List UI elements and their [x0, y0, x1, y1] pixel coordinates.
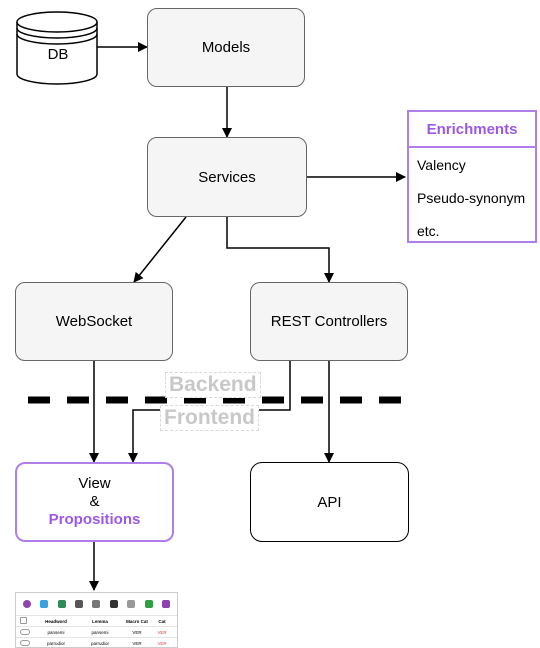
toolbar-icon: [144, 600, 153, 608]
toolbar-icon: [22, 600, 31, 608]
preview-cell: parrudior: [90, 640, 109, 646]
enrichments-item: Valency: [417, 156, 466, 173]
propositions-label: Propositions: [48, 511, 141, 528]
preview-cell: VER: [157, 640, 167, 646]
toggle-icon: [20, 639, 30, 646]
view-ampersand: &: [89, 493, 100, 510]
services-node: Services: [147, 137, 307, 217]
preview-cell: pansemi: [47, 629, 65, 635]
edge-services-rest: [226, 217, 334, 283]
preview-header-cell: Lemma: [92, 618, 108, 624]
preview-cell: VER: [132, 629, 142, 635]
preview-cell: pansemi: [91, 629, 109, 635]
toolbar-icon: [57, 600, 66, 608]
preview-table-row: pansemi pansemi VER VER: [16, 626, 177, 637]
rest-controllers-label: REST Controllers: [270, 313, 388, 330]
preview-cell: VER: [132, 640, 142, 646]
db-label: DB: [47, 46, 69, 63]
models-label: Models: [201, 39, 251, 56]
enrichments-table: Enrichments Valency Pseudo-synonym etc.: [407, 110, 537, 243]
preview-header-cell: Macro Cat: [126, 618, 148, 624]
websocket-label: WebSocket: [55, 313, 133, 330]
api-node: API: [250, 462, 409, 542]
enrichments-item: etc.: [417, 222, 440, 239]
preview-toolbar: [16, 593, 177, 615]
enrichments-title: Enrichments: [409, 112, 535, 148]
toggle-icon: [20, 628, 30, 635]
preview-header-cell: Headword: [45, 618, 67, 624]
enrichments-item: Pseudo-synonym: [417, 189, 526, 206]
frontend-label: Frontend: [160, 405, 259, 431]
models-node: Models: [147, 8, 305, 87]
db-cylinder-shape: [16, 11, 98, 85]
frontend-preview-thumbnail: Headword Lemma Macro Cat Cat pansemi pan…: [15, 592, 178, 648]
rest-controllers-node: REST Controllers: [250, 282, 408, 361]
toolbar-icon: [127, 600, 136, 608]
view-propositions-node: View & Propositions: [15, 462, 174, 542]
services-label: Services: [198, 168, 256, 186]
edge-services-websocket: [133, 216, 187, 283]
toolbar-icon: [109, 600, 118, 608]
preview-cell: VER: [157, 629, 167, 635]
websocket-node: WebSocket: [15, 282, 173, 361]
backend-label: Backend: [165, 372, 261, 398]
preview-header-row: Headword Lemma Macro Cat Cat: [16, 615, 177, 626]
preview-cell: parrudior: [46, 640, 65, 646]
toolbar-icon: [40, 600, 49, 608]
view-label: View: [78, 475, 111, 492]
api-label: API: [317, 493, 342, 511]
toolbar-icon: [162, 600, 171, 608]
toolbar-icon: [75, 600, 84, 608]
toolbar-icon: [92, 600, 101, 608]
select-all-checkbox-icon: [20, 617, 27, 624]
preview-table-row: parrudior parrudior VER VER: [16, 637, 177, 647]
preview-header-cell: Cat: [158, 618, 166, 624]
